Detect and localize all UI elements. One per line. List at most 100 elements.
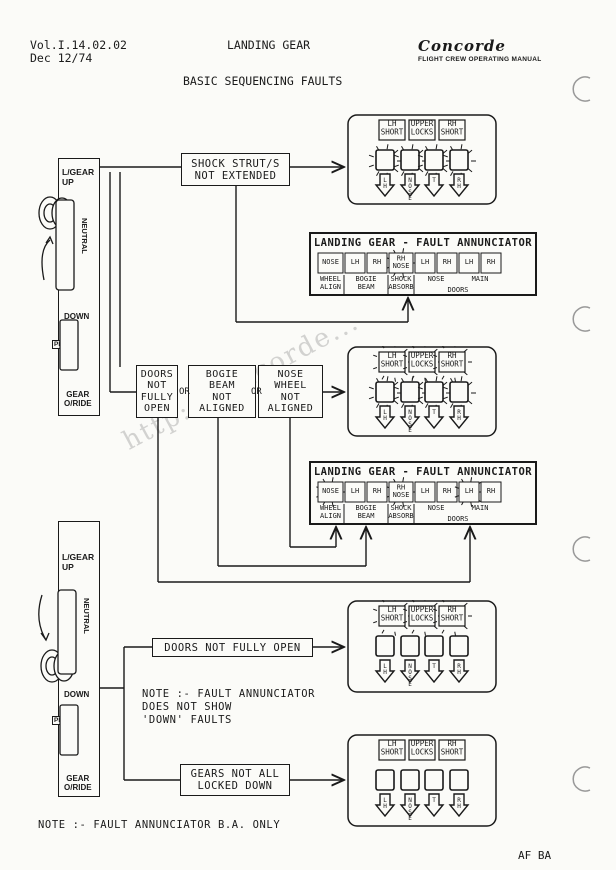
light-ray bbox=[402, 477, 405, 483]
light-ray bbox=[411, 144, 414, 150]
lever-up-label-lower: L/GEAR UP bbox=[62, 552, 95, 572]
light-ray bbox=[467, 400, 473, 405]
footer-note: NOTE :- FAULT ANNUNCIATOR B.A. ONLY bbox=[38, 819, 281, 831]
light-ray bbox=[393, 381, 399, 386]
light-ray bbox=[411, 376, 414, 382]
annunciator-cell bbox=[366, 481, 388, 503]
light-ray bbox=[368, 154, 374, 158]
light-ray bbox=[403, 348, 408, 353]
shock-strut-fault-box: SHOCK STRUT/S NOT EXTENDED bbox=[181, 153, 290, 186]
upper-locks-light bbox=[408, 119, 436, 141]
annunciator-group-label: MAIN bbox=[472, 275, 489, 283]
annunciator-cell bbox=[317, 252, 344, 274]
gear-down-light-nose bbox=[400, 149, 420, 171]
light-ray bbox=[401, 403, 405, 408]
annunciator-cell-label: LH bbox=[421, 258, 429, 266]
light-ray bbox=[402, 272, 405, 278]
upper-locks-light bbox=[408, 605, 436, 627]
light-ray bbox=[435, 144, 438, 150]
light-ray bbox=[463, 371, 468, 376]
annunciator-cell bbox=[317, 481, 344, 503]
annunciator-cell bbox=[388, 481, 414, 503]
gear-arrow-nose bbox=[399, 173, 421, 198]
gear-down-light-rh bbox=[449, 381, 469, 403]
light-ray bbox=[368, 386, 374, 390]
light-ray bbox=[442, 168, 448, 173]
light-ray bbox=[433, 602, 438, 607]
light-ray bbox=[402, 248, 405, 254]
annunciator-cell bbox=[388, 252, 414, 274]
lever-override-label-lower: GEAR O/RIDE bbox=[64, 774, 92, 792]
light-ray bbox=[411, 344, 415, 349]
light-ray bbox=[403, 608, 408, 611]
light-ray bbox=[403, 625, 408, 630]
light-ray bbox=[433, 354, 438, 357]
gear-down-light-t bbox=[424, 635, 444, 657]
light-ray bbox=[442, 164, 448, 168]
light-ray bbox=[450, 171, 454, 176]
light-ray bbox=[467, 381, 473, 386]
light-ray bbox=[393, 149, 399, 154]
gear-arrow-label-t: T bbox=[432, 663, 436, 670]
light-ray bbox=[376, 171, 380, 176]
rh-short-light bbox=[438, 739, 466, 761]
light-ray bbox=[373, 354, 378, 357]
light-ray bbox=[418, 400, 424, 405]
gear-arrow-nose bbox=[399, 659, 421, 684]
light-ray bbox=[401, 171, 405, 176]
gear-arrow-label-t: T bbox=[432, 177, 436, 184]
light-ray bbox=[331, 477, 334, 483]
light-ray bbox=[403, 354, 408, 357]
light-ray bbox=[417, 386, 423, 390]
light-ray bbox=[460, 376, 463, 382]
gear-arrow-t bbox=[423, 173, 445, 198]
light-ray bbox=[442, 149, 448, 154]
light-ray bbox=[417, 396, 423, 400]
light-ray bbox=[433, 367, 438, 370]
light-ray bbox=[368, 396, 374, 400]
annunciator-cell bbox=[344, 481, 366, 503]
light-ray bbox=[331, 501, 334, 507]
gear-arrow-lh bbox=[374, 793, 396, 818]
light-ray bbox=[442, 381, 448, 386]
annunciator-cell-label: LH bbox=[351, 258, 359, 266]
gear-down-light-rh bbox=[449, 635, 469, 657]
annunciator-cell bbox=[458, 252, 480, 274]
gear-arrow-rh bbox=[448, 173, 470, 198]
gear-arrow-lh bbox=[374, 659, 396, 684]
light-ray bbox=[450, 403, 454, 408]
annunciator-cell-label: RH bbox=[443, 487, 451, 495]
light-ray bbox=[460, 144, 463, 150]
light-ray bbox=[470, 477, 473, 483]
gear-arrow-label-t: T bbox=[432, 409, 436, 416]
lever-override-label: GEAR O/RIDE bbox=[64, 390, 92, 408]
annunciator-group-label: NOSE bbox=[428, 504, 445, 512]
light-ray bbox=[373, 367, 378, 370]
light-ray bbox=[467, 149, 473, 154]
light-ray bbox=[381, 375, 385, 380]
annunciator-cell-label: RH bbox=[443, 258, 451, 266]
or-label-1: OR bbox=[179, 387, 190, 397]
gears-not-locked-box: GEARS NOT ALL LOCKED DOWN bbox=[180, 764, 290, 796]
annunciator-title: LANDING GEAR - FAULT ANNUNCIATOR bbox=[314, 466, 532, 478]
lever-down-label-lower: DOWN bbox=[64, 690, 90, 699]
light-ray bbox=[381, 629, 385, 634]
light-ray bbox=[403, 371, 408, 376]
lever-down-label: DOWN bbox=[64, 312, 90, 321]
light-ray bbox=[381, 344, 385, 349]
manual-title: FLIGHT CREW OPERATING MANUAL bbox=[418, 56, 542, 63]
light-ray bbox=[442, 400, 448, 405]
